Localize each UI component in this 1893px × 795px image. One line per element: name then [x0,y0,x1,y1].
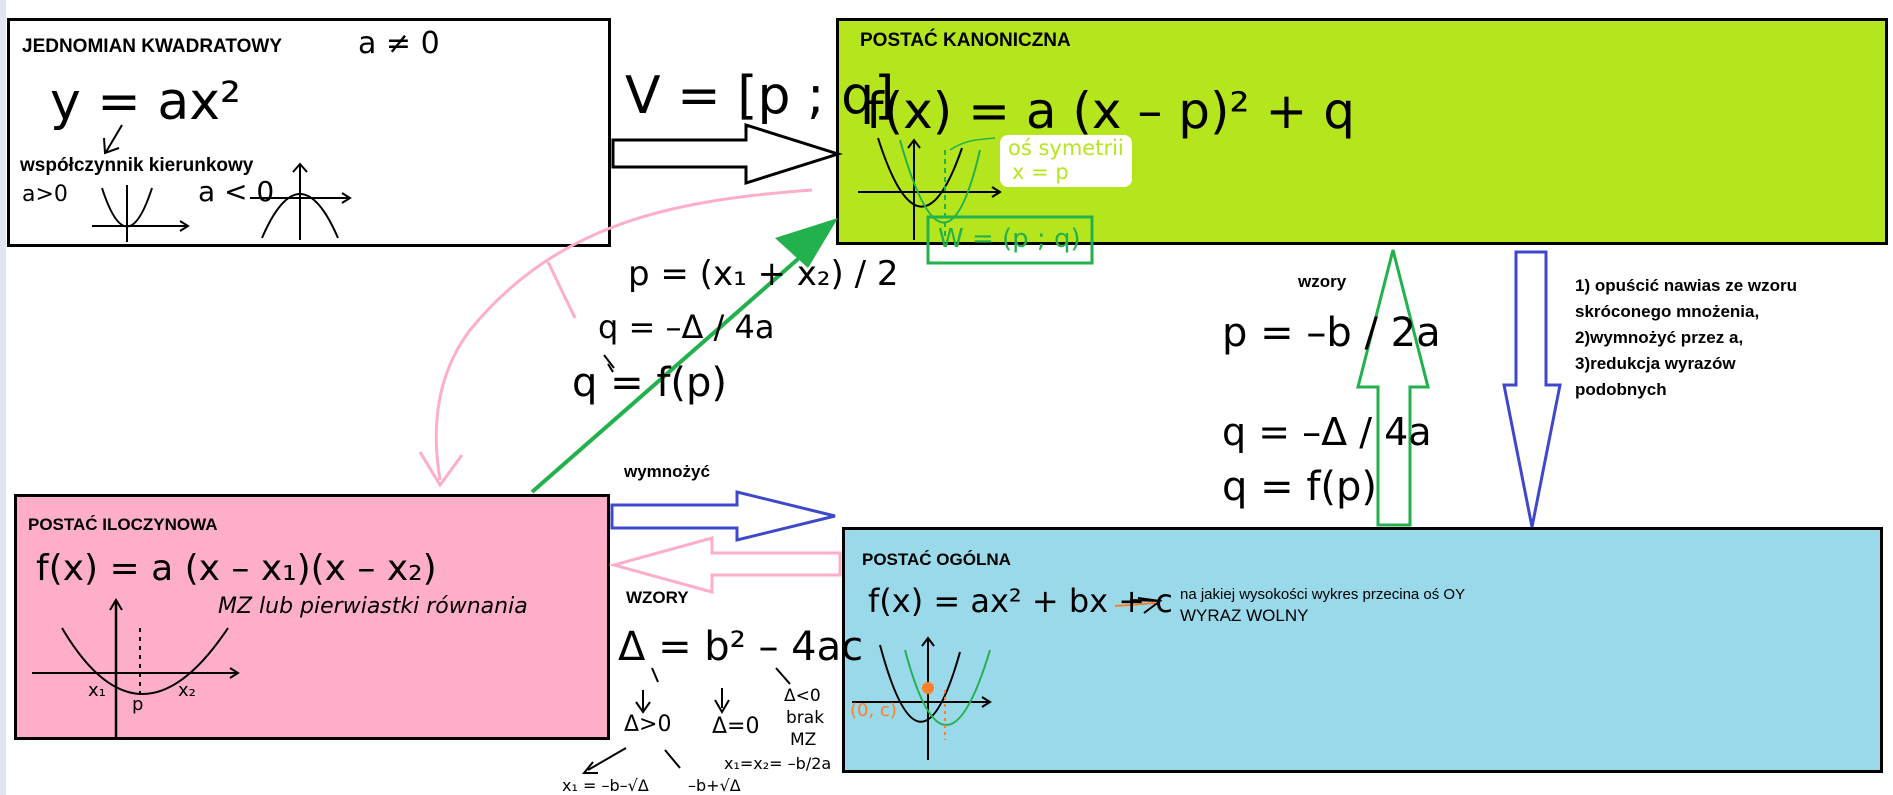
label-x2: x₂ [178,680,196,701]
case-delta-negative-brak: brak [786,708,825,728]
box-postac-iloczynowa [14,494,610,740]
formula-delta: Δ = b² – 4ac [618,624,864,670]
label-point-0c: (0, c) [850,700,897,721]
formula-root-2: –b+√Δ [688,776,741,795]
arrow-ogolna-to-iloczynowa [608,536,842,594]
case-delta-negative-mz: MZ [790,730,817,750]
label-wzory-right: wzory [1298,272,1347,291]
arrow-kanoniczna-to-ogolna [1502,250,1562,528]
box-postac-kanoniczna [836,18,1888,245]
case-a-positive: a>0 [22,182,68,207]
label-p-axis: p [132,694,144,715]
label-wspolczynnik: współczynnik kierunkowy [20,155,254,176]
formula-root-1: x₁ = –b–√Δ [562,776,649,795]
note-free-term-height: na jakiej wysokości wykres przecina oś O… [1180,586,1466,603]
arrow-kanoniczna-to-iloczynowa [434,188,813,481]
box-jednomian-kwadratowy [7,18,611,247]
case-delta-zero: Δ=0 [712,714,760,739]
formula-q-fp-left: q = f(p) [572,360,728,406]
case-a-negative: a < 0 [198,175,275,208]
note-roots: MZ lub pierwiastki równania [218,594,528,619]
note-axis-line2: x = p [1012,160,1069,184]
note-axis-line1: oś symetrii [1008,136,1124,160]
formula-jednomian: y = ax² [50,72,241,132]
title-kanoniczna: POSTAĆ KANONICZNA [860,30,1071,51]
arrow-iloczynowa-to-ogolna [610,490,836,542]
formula-iloczynowa: f(x) = a (x – x₁)(x – x₂) [36,548,437,589]
arrow-ogolna-to-kanoniczna [1356,249,1430,527]
arrow-jednomian-to-kanoniczna [611,122,843,186]
step-2: 2)wymnożyć przez a, [1575,328,1744,347]
condition-a-nonzero: a ≠ 0 [358,26,440,61]
step-3: 3)redukcja wyrazów [1575,354,1736,373]
step-1b: skróconego mnożenia, [1575,302,1760,321]
case-delta-negative: Δ<0 [784,686,821,706]
title-ogolna: POSTAĆ OGÓLNA [862,550,1011,569]
label-wymnozyc: wymnożyć [624,462,710,481]
box-postac-ogolna [842,527,1883,773]
vertex-frame [926,215,1094,265]
formula-double-root: x₁=x₂= –b/2a [724,754,832,773]
window-left-edge [0,0,6,795]
case-delta-positive: Δ>0 [624,712,672,737]
step-3b: podobnych [1575,380,1667,399]
formula-q-delta-left: q = –Δ / 4a [598,308,775,346]
formula-p-right: p = –b / 2a [1222,310,1441,356]
step-1: 1) opuścić nawias ze wzoru [1575,276,1798,295]
label-vertex-v: V = [p ; q] [625,66,895,126]
formula-kanoniczna: f(x) = a (x – p)² + q [866,82,1356,140]
title-jednomian: JEDNOMIAN KWADRATOWY [22,36,283,57]
formula-q-fp-right: q = f(p) [1222,464,1378,510]
title-iloczynowa: POSTAĆ ILOCZYNOWA [28,515,218,534]
formula-ogolna: f(x) = ax² + bx + c [868,582,1173,620]
arrow-iloczynowa-to-kanoniczna [775,218,838,268]
label-wzory-bottom: WZORY [626,588,689,607]
formula-q-delta-right: q = –Δ / 4a [1222,410,1432,454]
formula-p-from-roots: p = (x₁ + x₂) / 2 [628,254,899,294]
label-wyraz-wolny: WYRAZ WOLNY [1180,606,1309,625]
label-vertex-w: W = (p ; q) [938,224,1081,254]
label-x1: x₁ [88,680,106,701]
